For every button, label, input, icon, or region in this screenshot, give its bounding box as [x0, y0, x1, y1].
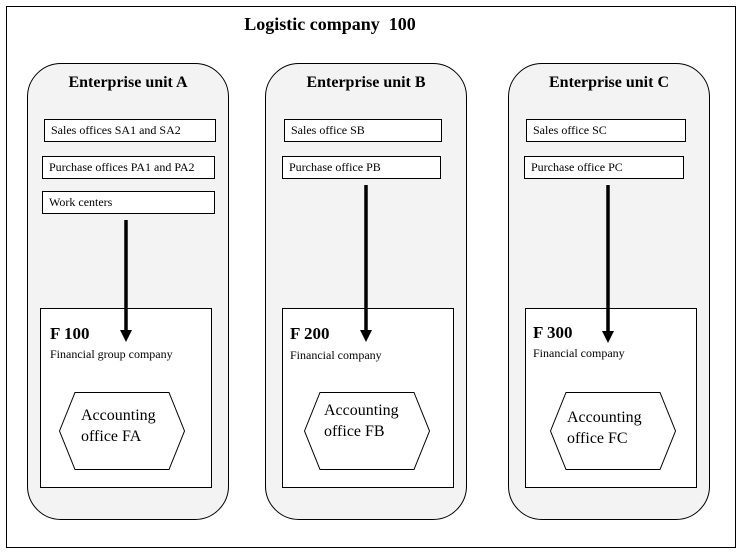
- unit-b-accounting-line2: office FB: [324, 423, 385, 440]
- unit-c-purchase-office: Purchase office PC: [524, 156, 684, 179]
- unit-a-financial-desc: Financial group company: [50, 347, 173, 361]
- unit-a-sales-offices: Sales offices SA1 and SA2: [44, 119, 216, 142]
- unit-b-financial-desc: Financial company: [290, 348, 382, 362]
- unit-b-sales-office: Sales office SB: [284, 119, 442, 142]
- unit-b-title: Enterprise unit B: [306, 74, 426, 91]
- unit-a-accounting-hexagon: [59, 392, 185, 470]
- unit-c-accounting-text: Accounting office FC: [567, 407, 642, 449]
- unit-b-purchase-office: Purchase office PB: [282, 156, 441, 179]
- unit-b-accounting-hexagon: [304, 392, 430, 470]
- diagram-frame: [6, 6, 736, 548]
- unit-a-purchase-offices: Purchase offices PA1 and PA2: [42, 156, 215, 179]
- unit-a-accounting-text: Accounting office FA: [81, 405, 156, 447]
- unit-c-accounting-hexagon: [550, 392, 676, 470]
- unit-c-title: Enterprise unit C: [549, 74, 669, 91]
- unit-a-title: Enterprise unit A: [68, 74, 188, 91]
- unit-c-sales-office: Sales office SC: [526, 119, 686, 142]
- unit-a-work-centers: Work centers: [42, 191, 215, 214]
- unit-a-accounting-line1: Accounting: [81, 407, 156, 424]
- unit-c-accounting-line1: Accounting: [567, 409, 642, 426]
- unit-a-accounting-line2: office FA: [81, 428, 142, 445]
- unit-a-financial-code: F 100: [50, 324, 90, 343]
- unit-c-financial-code: F 300: [533, 323, 573, 342]
- company-title: Logistic company 100: [244, 14, 416, 34]
- unit-c-financial-desc: Financial company: [533, 346, 625, 360]
- unit-b-accounting-text: Accounting office FB: [324, 400, 399, 442]
- unit-c-accounting-line2: office FC: [567, 430, 628, 447]
- unit-b-financial-code: F 200: [290, 324, 330, 343]
- unit-b-accounting-line1: Accounting: [324, 402, 399, 419]
